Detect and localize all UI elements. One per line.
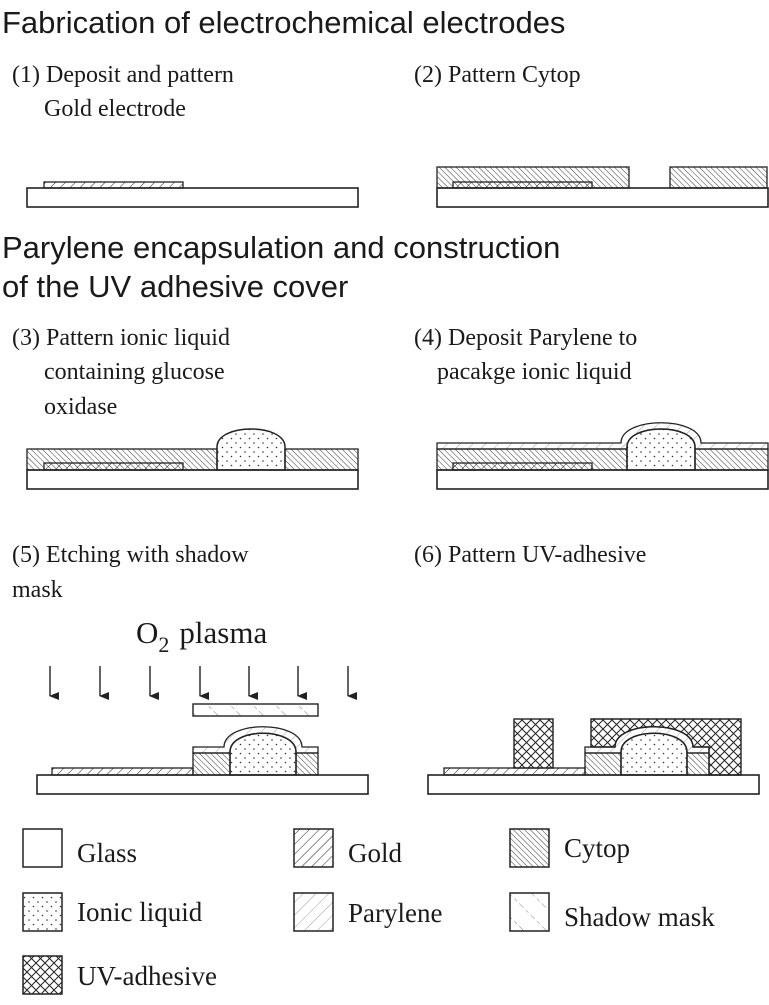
step-2-gold-electrode xyxy=(452,181,593,189)
step-3-ionic-liquid-droplet xyxy=(216,428,286,471)
step-2: (2) Pattern Cytop xyxy=(414,62,769,208)
step-5: (5) Etching with shadow mask O2 plasma xyxy=(12,542,369,795)
legend-item-ionic-liquid: Ionic liquid xyxy=(22,892,203,932)
step-3-glass-substrate xyxy=(26,469,359,490)
step-3: (3) Pattern ionic liquid containing gluc… xyxy=(12,325,359,490)
legend-label-uv-adhesive: UV-adhesive xyxy=(77,961,217,991)
step-3-label-line3: oxidase xyxy=(44,394,117,420)
glass-swatch-icon xyxy=(22,828,63,868)
o2-plasma-subscript: 2 xyxy=(158,632,169,657)
step-2-label-line1: (2) Pattern Cytop xyxy=(414,62,581,88)
step-3-label-line2: containing glucose xyxy=(44,359,225,385)
step-5-gold-electrode xyxy=(51,767,194,776)
legend-label-ionic-liquid: Ionic liquid xyxy=(77,897,203,927)
step-6-gold-electrode xyxy=(443,767,586,776)
step-6-glass-substrate xyxy=(427,774,760,795)
legend-label-gold: Gold xyxy=(348,838,403,868)
gold-swatch-icon xyxy=(293,828,334,868)
step-3-cytop-right xyxy=(284,448,359,471)
legend: Glass Gold Cytop Ionic liquid Parylene S… xyxy=(22,828,715,995)
section-title-fabrication: Fabrication of electrochemical electrode… xyxy=(2,5,565,40)
step-4-label-line1: (4) Deposit Parylene to xyxy=(414,325,637,351)
step-4-parylene-layer xyxy=(436,422,769,450)
step-4-label-line2: pacakge ionic liquid xyxy=(437,359,632,385)
step-5-ionic-liquid-droplet xyxy=(229,732,297,776)
plasma-arrows xyxy=(49,666,357,700)
o2-plasma-suffix: plasma xyxy=(179,615,267,650)
step-5-parylene-layer xyxy=(192,726,319,754)
step-4-glass-substrate xyxy=(436,469,769,490)
step-6-cytop-right xyxy=(686,752,710,776)
step-6-ionic-liquid-droplet xyxy=(620,732,688,776)
step-5-label-line1: (5) Etching with shadow xyxy=(12,542,249,568)
legend-label-parylene: Parylene xyxy=(348,898,442,928)
legend-item-parylene: Parylene xyxy=(293,892,442,932)
step-5-glass-substrate xyxy=(36,774,369,795)
step-4-cytop-right xyxy=(694,448,769,471)
step-5-cytop-left xyxy=(192,752,231,776)
step-1-label-line2: Gold electrode xyxy=(44,96,186,122)
o2-plasma-prefix: O xyxy=(136,615,158,650)
step-1: (1) Deposit and pattern Gold electrode xyxy=(12,62,359,208)
step-1-gold-electrode xyxy=(43,181,184,189)
section-title-encapsulation-line1: Parylene encapsulation and construction xyxy=(2,230,560,265)
legend-item-uv-adhesive: UV-adhesive xyxy=(22,955,217,995)
step-6-parylene-layer xyxy=(584,726,710,754)
step-3-label-line1: (3) Pattern ionic liquid xyxy=(12,325,230,351)
legend-item-gold: Gold xyxy=(293,828,403,868)
step-4-gold-electrode xyxy=(452,462,593,471)
uv-adhesive-swatch-icon xyxy=(22,955,63,995)
step-2-glass-substrate xyxy=(436,187,769,208)
step-5-label-line2: mask xyxy=(12,577,63,603)
legend-item-glass: Glass xyxy=(22,828,137,868)
cytop-swatch-icon xyxy=(509,828,550,868)
shadow-mask-swatch-icon xyxy=(509,892,550,932)
step-2-cytop-right xyxy=(669,166,768,189)
step-1-glass-substrate xyxy=(26,187,359,208)
ionic-liquid-swatch-icon xyxy=(22,892,63,932)
step-3-gold-electrode xyxy=(43,462,184,471)
step-6: (6) Pattern UV-adhesive xyxy=(414,542,760,795)
legend-label-shadow-mask: Shadow mask xyxy=(564,902,715,932)
step-6-cytop-left xyxy=(584,752,622,776)
step-6-uv-adhesive-pillar xyxy=(513,718,554,769)
legend-item-shadow-mask: Shadow mask xyxy=(509,892,715,932)
step-5-cytop-right xyxy=(295,752,319,776)
step-5-shadow-mask xyxy=(192,703,319,717)
section-title-encapsulation-line2: of the UV adhesive cover xyxy=(2,269,348,304)
legend-label-cytop: Cytop xyxy=(564,833,630,863)
o2-plasma-label: O2 plasma xyxy=(136,615,267,657)
parylene-swatch-icon xyxy=(293,892,334,932)
step-4: (4) Deposit Parylene to pacakge ionic li… xyxy=(414,325,769,490)
step-1-label-line1: (1) Deposit and pattern xyxy=(12,62,234,88)
legend-item-cytop: Cytop xyxy=(509,828,630,868)
step-6-label-line1: (6) Pattern UV-adhesive xyxy=(414,542,646,568)
legend-label-glass: Glass xyxy=(77,838,137,868)
step-4-ionic-liquid-droplet xyxy=(626,428,696,471)
